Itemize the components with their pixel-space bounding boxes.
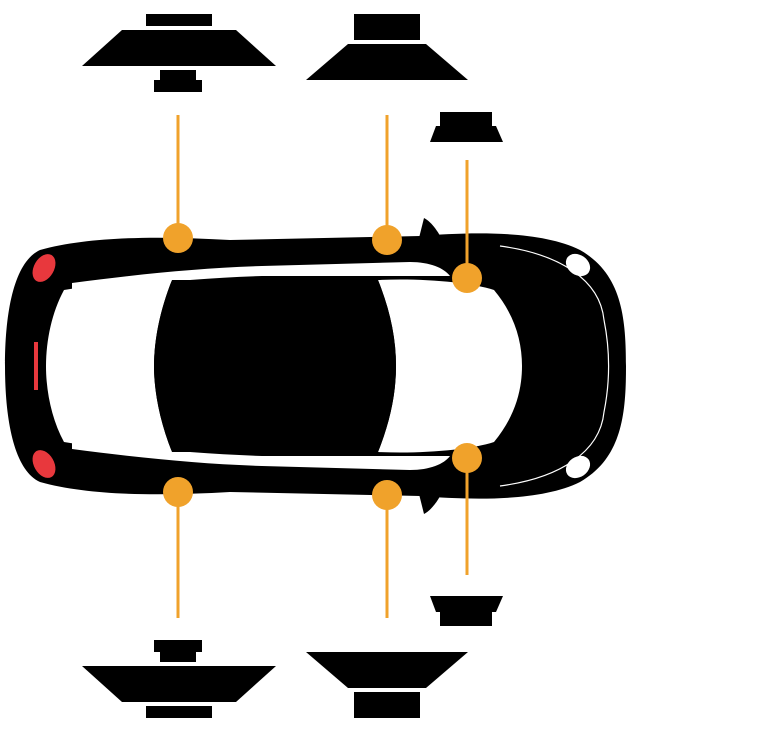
tweeter-speaker-icon: [430, 112, 503, 142]
speaker-mount-dot-icon: [372, 480, 402, 510]
midrange-speaker-icon: [306, 14, 468, 80]
roof-panel: [154, 280, 396, 452]
rear-brake-light: [34, 342, 38, 390]
tail-light-right: [32, 450, 56, 478]
headlight-right: [565, 455, 591, 479]
speaker-mount-dot-icon: [163, 477, 193, 507]
headlight-left: [565, 253, 591, 277]
speaker-mount-dot-icon: [163, 223, 193, 253]
side-window-right: [72, 440, 450, 470]
speaker-mount-dot-icon: [372, 225, 402, 255]
side-window-left: [72, 262, 450, 292]
speaker-mount-dot-icon: [452, 263, 482, 293]
connector-lines: [176, 115, 469, 618]
mirror-left: [418, 218, 444, 244]
tail-light-left: [32, 254, 56, 282]
windshield: [378, 279, 522, 453]
mirror-right: [418, 488, 444, 514]
rear-window: [46, 280, 172, 452]
mount-dots: [163, 223, 482, 510]
speaker-mount-dot-icon: [452, 443, 482, 473]
midrange-speaker-icon: [306, 652, 468, 718]
woofer-speaker-icon: [82, 14, 276, 92]
woofer-speaker-icon: [82, 640, 276, 718]
tweeter-speaker-icon: [430, 596, 503, 626]
car-top-view-icon: [5, 218, 626, 514]
